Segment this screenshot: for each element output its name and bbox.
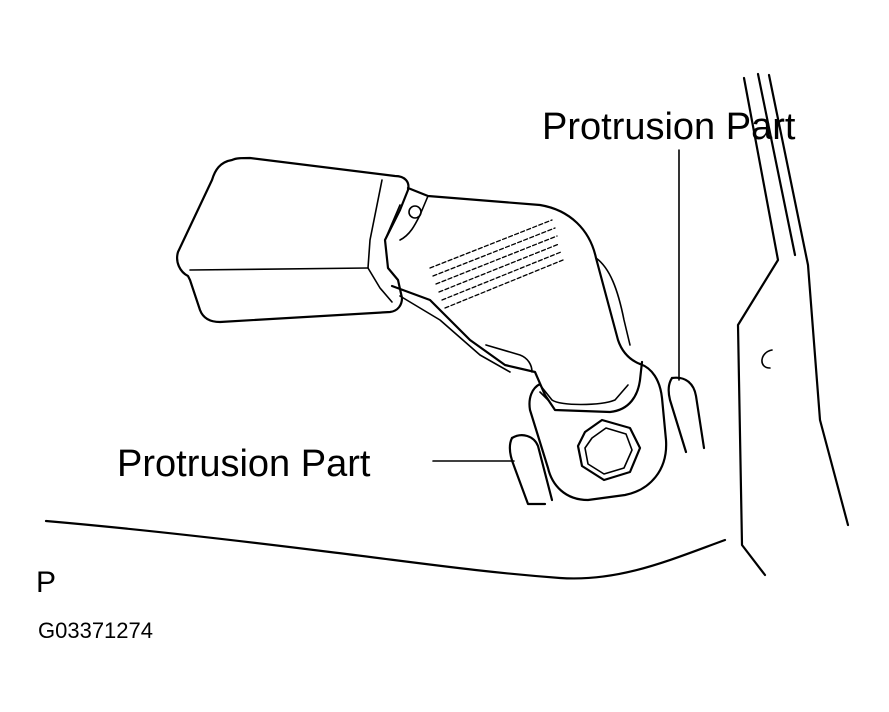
bolt-icon [576, 418, 642, 482]
figure-code: G03371274 [38, 618, 153, 643]
view-letter: P [36, 566, 57, 599]
protrusion-part-left [508, 434, 554, 506]
anchor-plate [528, 362, 668, 502]
seat-cushion-edge [44, 519, 727, 580]
buckle-housing [176, 156, 410, 324]
protrusion-part-right [667, 376, 706, 454]
protrusion-part-label-top: Protrusion Part [542, 106, 796, 148]
buckle-bracket [390, 186, 644, 414]
seat-frame [736, 72, 850, 577]
protrusion-part-label-bottom: Protrusion Part [117, 443, 371, 485]
